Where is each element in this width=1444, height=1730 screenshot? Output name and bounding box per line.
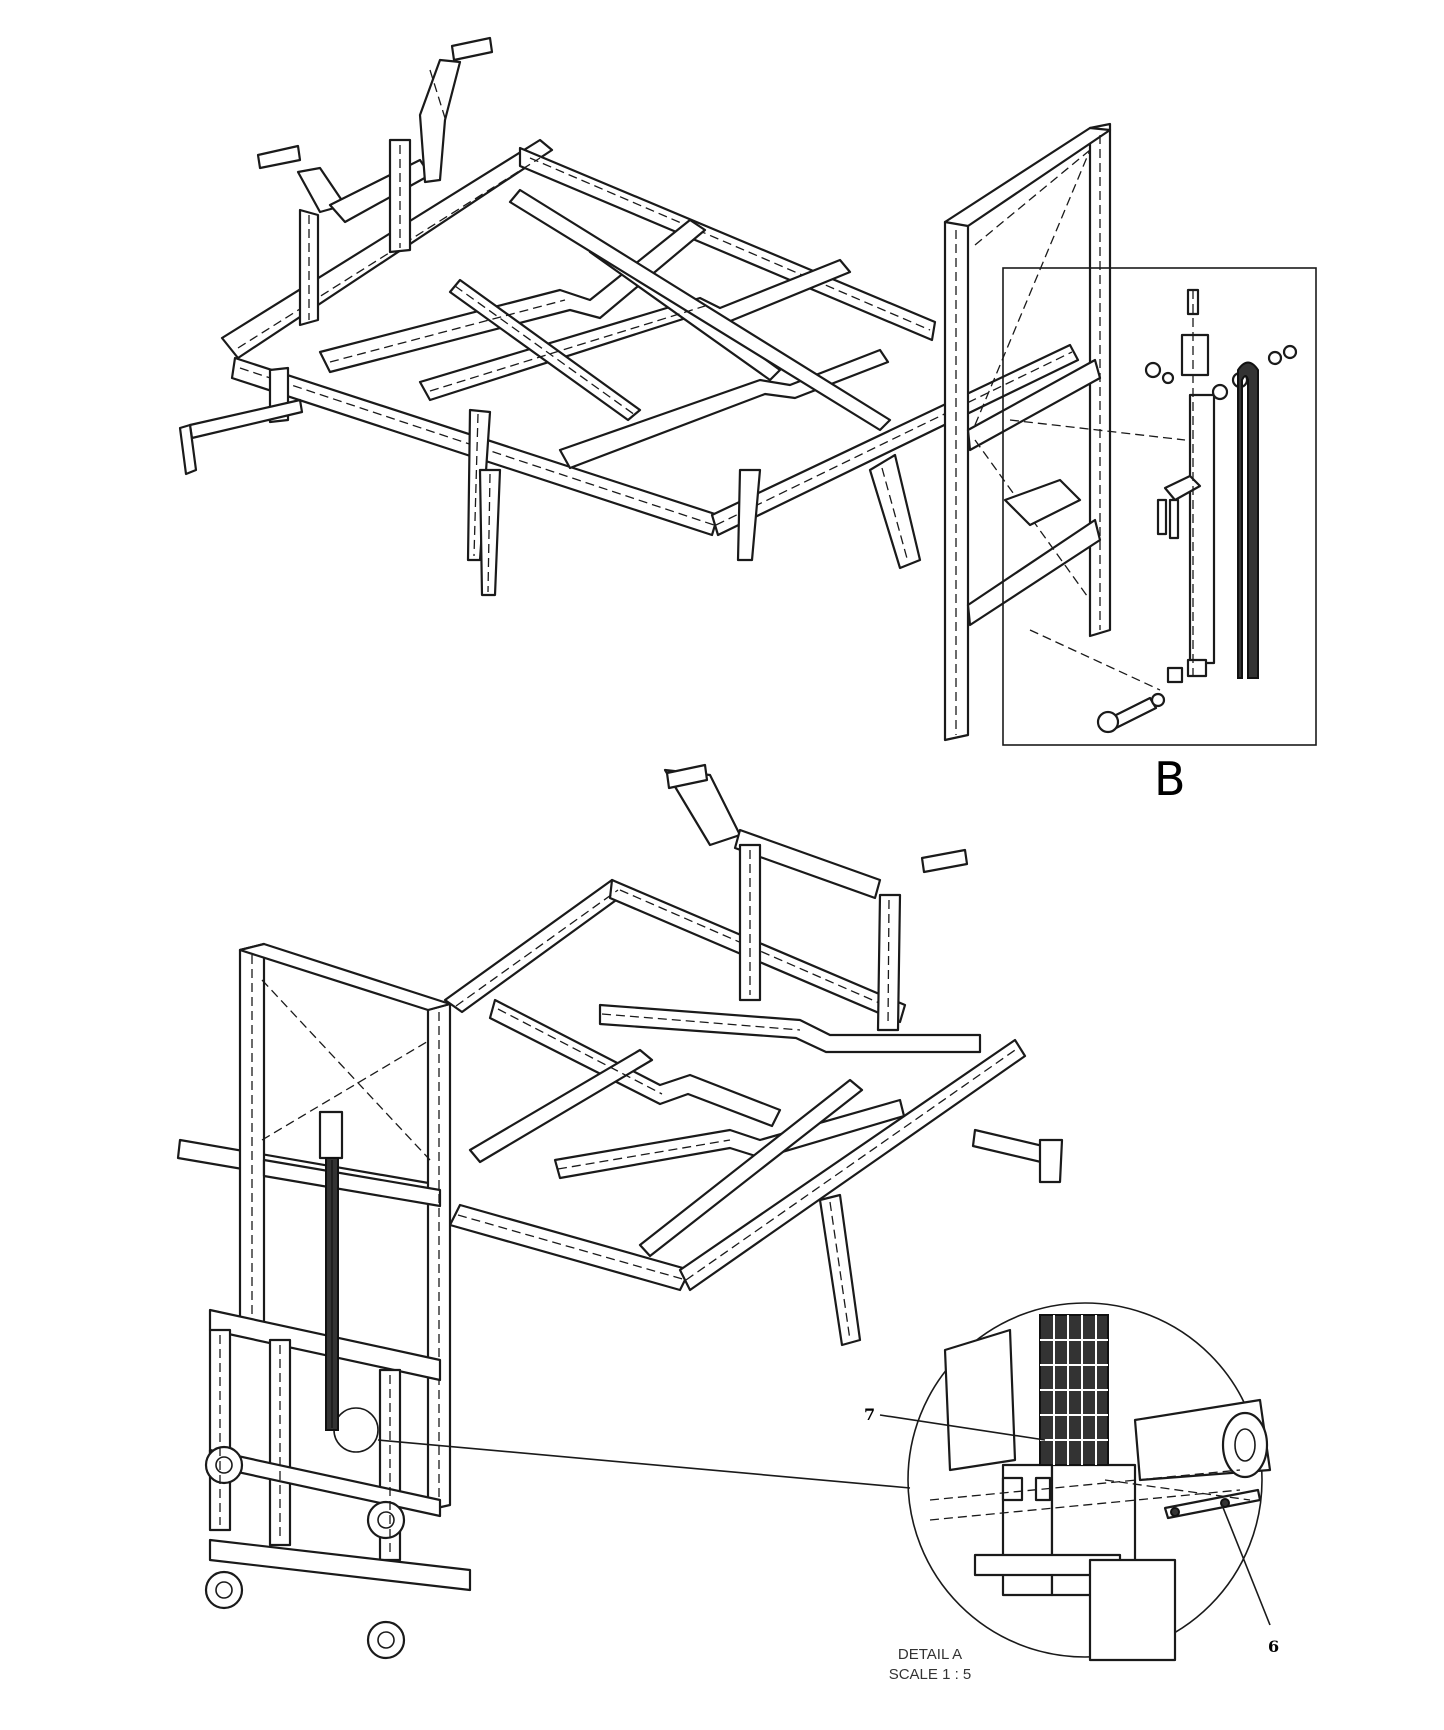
detail-a-leader-line	[377, 1439, 911, 1489]
callout-number-7: 7	[864, 1405, 876, 1424]
bottom-lift-mast	[238, 942, 452, 1512]
detail-a-title: DETAIL A	[897, 1646, 963, 1663]
bottom-side-wings	[818, 1128, 1064, 1347]
bottom-hitch-frame	[663, 763, 969, 1032]
detail-a-scale: SCALE 1 : 5	[888, 1666, 972, 1683]
top-lift-mast	[943, 122, 1112, 742]
bottom-cylinder-and-chain	[318, 1110, 344, 1431]
detail-b-exploded-parts	[1009, 288, 1298, 734]
detail-a-contents	[929, 1314, 1272, 1662]
bottom-carriage	[204, 1308, 472, 1660]
detail-b-chain	[1237, 361, 1259, 679]
top-hitch-frame	[256, 36, 494, 327]
bottom-cross-members	[468, 998, 982, 1258]
top-legs	[178, 366, 922, 597]
callout-number-6: 6	[1268, 1637, 1280, 1656]
top-cross-members	[318, 188, 892, 470]
detail-a-boundary	[907, 1302, 1263, 1658]
top-frame-assembly	[178, 36, 1317, 746]
detail-a-target-circle	[333, 1407, 379, 1453]
detail-b-boundary	[1002, 267, 1317, 746]
bottom-frame-assembly	[176, 763, 1064, 1660]
detail-a-chain	[1039, 1314, 1109, 1466]
callout-7-leader	[879, 1414, 1046, 1441]
detail-b-label: B	[1154, 752, 1186, 806]
callout-6-leader	[1221, 1504, 1271, 1626]
detail-a	[377, 1302, 1272, 1662]
